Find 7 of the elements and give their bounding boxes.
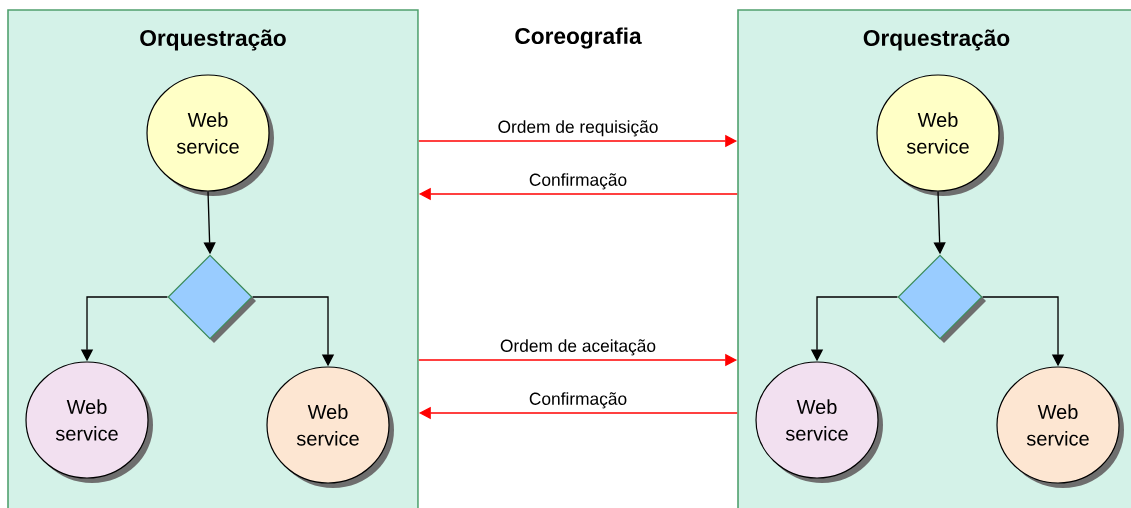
edge-label: Ordem de requisição (496, 118, 660, 138)
decision-diamond (897, 254, 986, 343)
decision-diamond (167, 254, 256, 343)
edge-label: Ordem de aceitação (498, 337, 658, 357)
edge-label: Confirmação (527, 390, 629, 410)
heading: Coreografia (515, 27, 642, 49)
edge-label: Confirmação (527, 171, 629, 191)
